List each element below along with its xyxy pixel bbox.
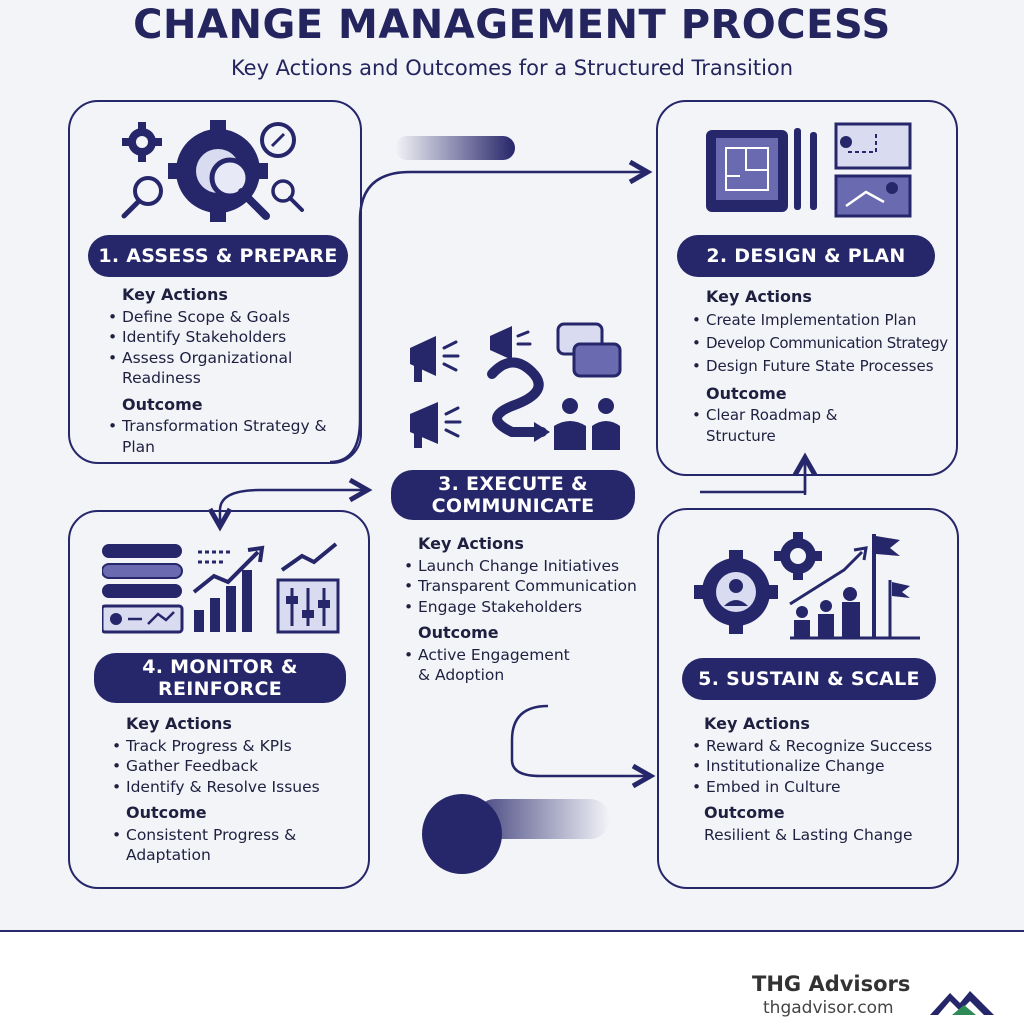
page-subtitle: Key Actions and Outcomes for a Structure… — [230, 56, 794, 80]
list-item: Identify Stakeholders — [108, 327, 338, 348]
outcome-heading: Outcome — [418, 623, 499, 642]
list-item: Identify & Resolve Issues — [112, 777, 352, 798]
footer — [0, 932, 1024, 1029]
list-item: Engage Stakeholders — [404, 597, 654, 618]
key-actions-list: Track Progress & KPIs Gather Feedback Id… — [112, 736, 352, 798]
step-content-design: Key Actions Create Implementation Plan D… — [692, 287, 954, 452]
list-item: Track Progress & KPIs — [112, 736, 352, 757]
step-content-execute: Key Actions Launch Change Initiatives Tr… — [404, 534, 654, 692]
list-item: Create Implementation Plan — [692, 309, 954, 332]
key-actions-heading: Key Actions — [122, 285, 228, 304]
blueprint-map-icon — [706, 122, 912, 218]
step-content-monitor: Key Actions Track Progress & KPIs Gather… — [112, 714, 352, 872]
step-content-sustain: Key Actions Reward & Recognize Success I… — [692, 714, 947, 851]
list-item: Transparent Communication — [404, 576, 654, 597]
list-item: Launch Change Initiatives — [404, 556, 654, 577]
key-actions-heading: Key Actions — [126, 714, 232, 733]
connector-3-5 — [510, 704, 648, 776]
step-box-design — [656, 100, 958, 476]
connector-3-4 — [220, 488, 261, 524]
outcome-list: Resilient & Lasting Change — [692, 825, 947, 846]
step-label-execute-line2: COMMUNICATE — [431, 495, 595, 517]
megaphone-chat-icon — [410, 322, 622, 450]
key-actions-list: Define Scope & Goals Identify Stakeholde… — [108, 307, 338, 389]
outcome-heading: Outcome — [706, 383, 787, 403]
key-actions-list: Reward & Recognize Success Institutional… — [692, 736, 947, 798]
step-box-assess — [68, 100, 362, 464]
key-actions-heading: Key Actions — [418, 534, 524, 553]
outcome-list: Active Engagement & Adoption — [404, 645, 584, 686]
step-label-design: 2. DESIGN & PLAN — [677, 235, 935, 277]
list-item: Transformation Strategy & Plan — [108, 416, 338, 457]
list-item: Clear Roadmap & Structure — [692, 405, 842, 446]
list-item: Resilient & Lasting Change — [704, 825, 913, 844]
key-actions-list: Launch Change Initiatives Transparent Co… — [404, 556, 654, 618]
list-item: Reward & Recognize Success — [692, 736, 947, 757]
gear-magnifier-icon — [121, 120, 304, 222]
key-actions-heading: Key Actions — [706, 287, 812, 306]
list-item: Develop Communication Strategy — [692, 332, 954, 355]
key-actions-list: Create Implementation Plan Develop Commu… — [692, 309, 954, 378]
outcome-heading: Outcome — [704, 803, 785, 822]
list-item: Active Engagement & Adoption — [404, 645, 584, 686]
footer-site: thgadvisor.com — [763, 998, 894, 1018]
outcome-heading: Outcome — [126, 803, 207, 822]
gear-growth-flag-icon — [694, 532, 920, 640]
step-box-monitor — [68, 510, 370, 889]
step-label-monitor-line2: REINFORCE — [158, 678, 282, 700]
list-item: Institutionalize Change — [692, 756, 947, 777]
list-item: Embed in Culture — [692, 777, 947, 798]
thg-mountain-logo — [930, 991, 994, 1015]
decor-bar-top — [395, 136, 515, 160]
step-label-monitor-line1: 4. MONITOR & — [142, 656, 298, 678]
outcome-heading: Outcome — [122, 394, 203, 414]
list-item: Define Scope & Goals — [108, 307, 338, 328]
list-item: Assess Organizational Readiness — [108, 348, 338, 389]
decor-bar-bottom — [475, 799, 610, 839]
list-item: Consistent Progress & Adaptation — [112, 825, 302, 866]
list-item: Design Future State Processes — [692, 355, 954, 378]
page-title: CHANGE MANAGEMENT PROCESS — [133, 2, 891, 48]
dashboard-chart-icon — [102, 542, 340, 634]
list-item: Gather Feedback — [112, 756, 352, 777]
outcome-list: Clear Roadmap & Structure — [692, 405, 842, 446]
step-label-execute-line1: 3. EXECUTE & — [438, 473, 588, 495]
footer-divider — [0, 930, 1024, 932]
step-box-sustain — [657, 508, 959, 889]
outcome-list: Consistent Progress & Adaptation — [112, 825, 302, 866]
step-label-assess: 1. ASSESS & PREPARE — [88, 235, 348, 277]
footer-brand: THG Advisors — [752, 972, 911, 996]
step-content-assess: Key Actions Define Scope & Goals Identif… — [108, 285, 338, 463]
outcome-list: Transformation Strategy & Plan — [108, 416, 338, 457]
key-actions-heading: Key Actions — [704, 714, 810, 733]
step-label-sustain: 5. SUSTAIN & SCALE — [682, 658, 936, 700]
step-label-monitor: 4. MONITOR & REINFORCE — [94, 653, 346, 703]
step-label-execute: 3. EXECUTE & COMMUNICATE — [391, 470, 635, 520]
